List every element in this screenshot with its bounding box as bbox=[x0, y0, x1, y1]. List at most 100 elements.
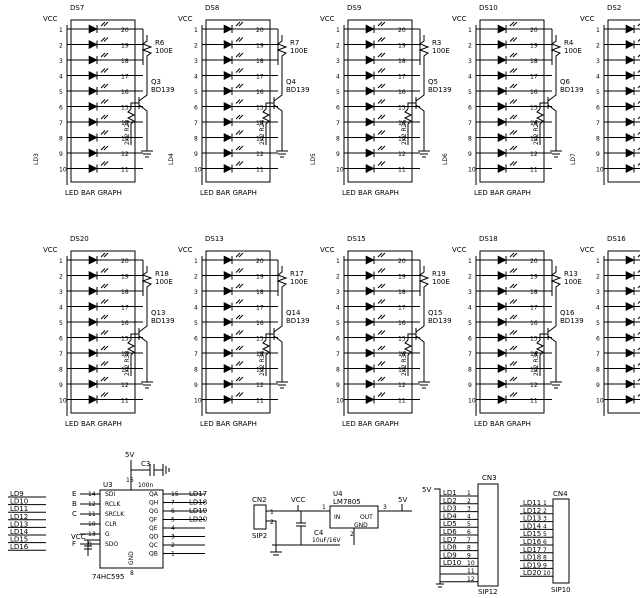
right-pin-number: 19 bbox=[398, 43, 406, 50]
led-wire bbox=[218, 102, 258, 111]
led-wire bbox=[218, 380, 258, 388]
left-pin-number: 9 bbox=[336, 151, 340, 158]
module-caption: LED BAR GRAPH bbox=[342, 189, 399, 197]
led-wire bbox=[492, 287, 532, 295]
cn3-net: LD6 bbox=[443, 528, 457, 536]
sr-pin-name: RCLK bbox=[105, 501, 121, 508]
transistor-type: BD139 bbox=[151, 86, 175, 94]
bus-wire bbox=[603, 25, 605, 185]
module-ref: DS7 bbox=[70, 4, 84, 12]
led-wire bbox=[218, 25, 258, 33]
led-wire bbox=[83, 333, 123, 342]
resistor-ref: R3 bbox=[432, 39, 441, 47]
light-arrow-icon bbox=[637, 100, 640, 104]
sr-vcc-label: VCC bbox=[71, 533, 86, 541]
left-pin-number: 1 bbox=[59, 27, 63, 34]
reg-pin2: 2 bbox=[350, 531, 354, 538]
cn3-pin: 4 bbox=[467, 513, 471, 520]
light-arrow-icon bbox=[509, 52, 518, 58]
right-pin-number: 15 bbox=[398, 105, 406, 112]
light-arrow-icon bbox=[509, 392, 518, 397]
right-pin-number: 19 bbox=[121, 274, 129, 281]
led-wire bbox=[218, 256, 258, 264]
left-pin-number: 2 bbox=[59, 274, 63, 281]
light-arrow-icon bbox=[235, 376, 244, 382]
led-wire bbox=[218, 87, 258, 95]
left-pin-number: 3 bbox=[59, 58, 63, 65]
transistor-ref: Q16 bbox=[560, 309, 575, 317]
led-wire bbox=[83, 256, 123, 264]
module-vcc-label: VCC bbox=[580, 246, 595, 254]
led-wire bbox=[83, 56, 123, 64]
left-pin-number: 10 bbox=[59, 167, 67, 174]
light-arrow-icon bbox=[637, 269, 640, 273]
light-arrow-icon bbox=[235, 314, 244, 320]
transistor-type: BD139 bbox=[286, 317, 310, 325]
base-resistor-zigzag-icon bbox=[126, 339, 136, 376]
module-ref: DS2 bbox=[607, 4, 621, 12]
right-pin-number: 15 bbox=[398, 336, 406, 343]
cn4-net: LD14 bbox=[523, 522, 542, 530]
light-arrow-icon bbox=[637, 378, 640, 382]
left-pin-number: 5 bbox=[336, 320, 340, 327]
left-pin-number: 9 bbox=[59, 382, 63, 389]
left-pin-number: 10 bbox=[336, 167, 344, 174]
led-wire bbox=[83, 164, 123, 173]
cn3-net: LD9 bbox=[443, 551, 457, 559]
bus-wire bbox=[603, 256, 605, 416]
module-ref: DS10 bbox=[479, 4, 498, 12]
resistor-value: 100E bbox=[155, 47, 173, 55]
resistor-ref: R7 bbox=[290, 39, 299, 47]
transistor-ref: Q6 bbox=[560, 78, 571, 86]
light-arrow-icon bbox=[377, 99, 386, 104]
right-pin-number: 17 bbox=[121, 305, 129, 312]
led-wire bbox=[360, 380, 400, 388]
led-wire bbox=[620, 395, 640, 404]
base-resistor-label: 2K2 R35 bbox=[401, 351, 408, 376]
left-pin-number: 7 bbox=[596, 120, 600, 127]
light-arrow-icon bbox=[509, 299, 518, 304]
led-wire bbox=[218, 40, 258, 49]
reg-pin3: 3 bbox=[383, 504, 387, 511]
module-caption: LED BAR GRAPH bbox=[65, 189, 122, 197]
led-wire bbox=[620, 71, 640, 80]
left-pin-number: 5 bbox=[596, 320, 600, 327]
left-pin-number: 2 bbox=[59, 43, 63, 50]
sr-chip-body bbox=[99, 489, 164, 569]
left-pin-number: 5 bbox=[59, 89, 63, 96]
left-pin-number: 6 bbox=[596, 105, 600, 112]
module-vcc-label: VCC bbox=[580, 15, 595, 23]
right-pin-number: 16 bbox=[530, 89, 538, 96]
led-wire bbox=[360, 364, 400, 373]
left-pin-number: 1 bbox=[194, 27, 198, 34]
right-pin-number: 17 bbox=[398, 74, 406, 81]
cn3-net: LD1 bbox=[443, 489, 457, 497]
base-resistor-zigzag-icon bbox=[261, 108, 271, 145]
module-vcc-label: VCC bbox=[43, 246, 58, 254]
left-pin-number: 8 bbox=[59, 367, 63, 374]
bargraph-body bbox=[607, 250, 640, 414]
cn3-net: LD3 bbox=[443, 505, 457, 513]
module-ref: DS15 bbox=[347, 235, 366, 243]
light-arrow-icon bbox=[377, 130, 386, 135]
left-pin-number: 4 bbox=[596, 74, 600, 81]
light-arrow-icon bbox=[235, 145, 244, 151]
base-resistor-zigzag-icon bbox=[261, 339, 271, 376]
led-wire bbox=[360, 87, 400, 95]
led-wire bbox=[360, 256, 400, 264]
light-arrow-icon bbox=[235, 52, 244, 58]
light-arrow-icon bbox=[235, 345, 244, 351]
led-wire bbox=[620, 256, 640, 264]
cn3-pin: 11 bbox=[467, 568, 475, 575]
light-arrow-icon bbox=[100, 130, 109, 135]
light-arrow-icon bbox=[235, 330, 244, 335]
reg-out-label: 5V bbox=[398, 496, 407, 504]
light-arrow-icon bbox=[637, 85, 640, 89]
resistor-value: 100E bbox=[432, 278, 450, 286]
led-wire bbox=[360, 149, 400, 157]
